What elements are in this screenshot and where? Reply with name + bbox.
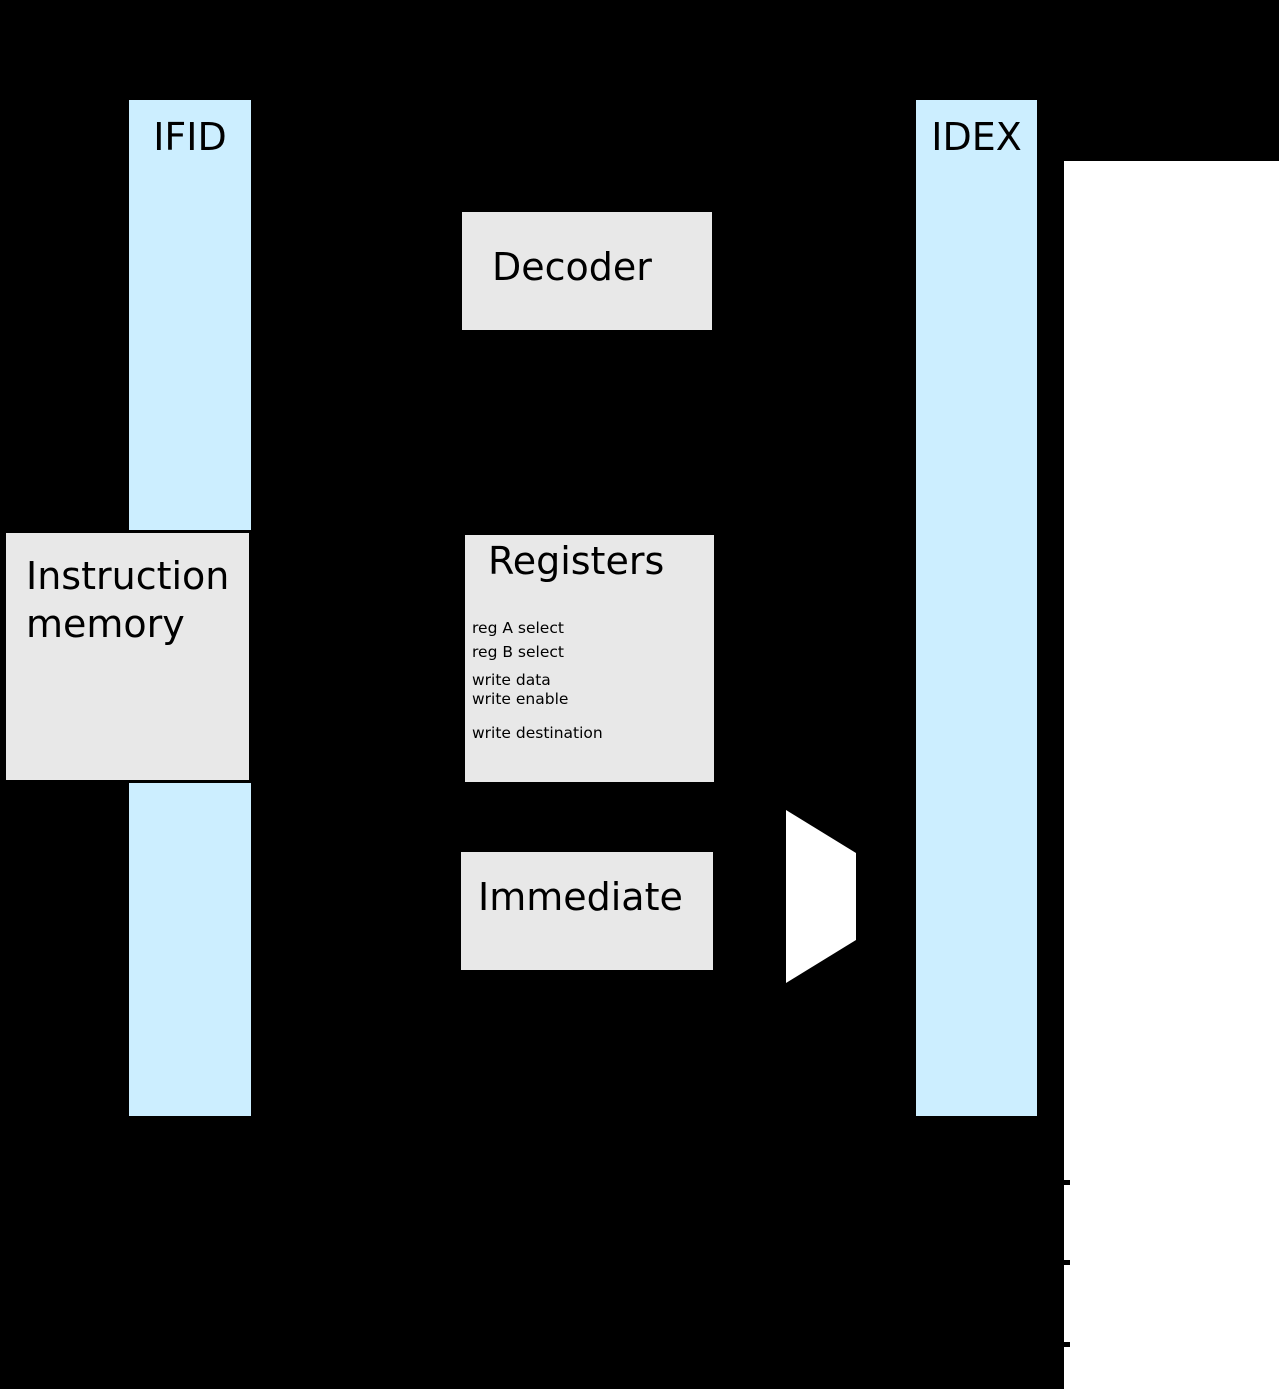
- port-write-destination: write destination: [472, 724, 603, 742]
- idex-pipeline-latch: IDEX: [915, 99, 1038, 1117]
- ifid-label: IFID: [153, 115, 227, 159]
- port-reg-a-select: reg A select: [472, 619, 564, 637]
- page-background-region: [1064, 161, 1279, 1389]
- port-write-data: write data: [472, 671, 551, 689]
- immediate-label: Immediate: [478, 875, 683, 919]
- instruction-memory-label-line1: Instruction: [26, 554, 230, 598]
- instruction-memory-label: Instruction memory: [26, 552, 229, 648]
- instruction-memory-label-line2: memory: [26, 602, 185, 646]
- wire-stub-middle: [1063, 1260, 1070, 1265]
- decoder-block: Decoder: [459, 209, 715, 333]
- immediate-block: Immediate: [458, 849, 716, 973]
- instruction-memory-block: Instruction memory: [3, 530, 252, 783]
- registers-block: Registers reg A select reg B select writ…: [462, 532, 717, 785]
- decoder-label: Decoder: [492, 245, 652, 289]
- port-write-enable: write enable: [472, 690, 569, 708]
- wire-stub-top: [1063, 1180, 1070, 1185]
- idex-label: IDEX: [931, 115, 1022, 159]
- mux-trapezoid-shape: [786, 810, 856, 983]
- port-reg-b-select: reg B select: [472, 643, 564, 661]
- wire-stub-bottom: [1063, 1342, 1070, 1347]
- registers-label: Registers: [488, 539, 665, 583]
